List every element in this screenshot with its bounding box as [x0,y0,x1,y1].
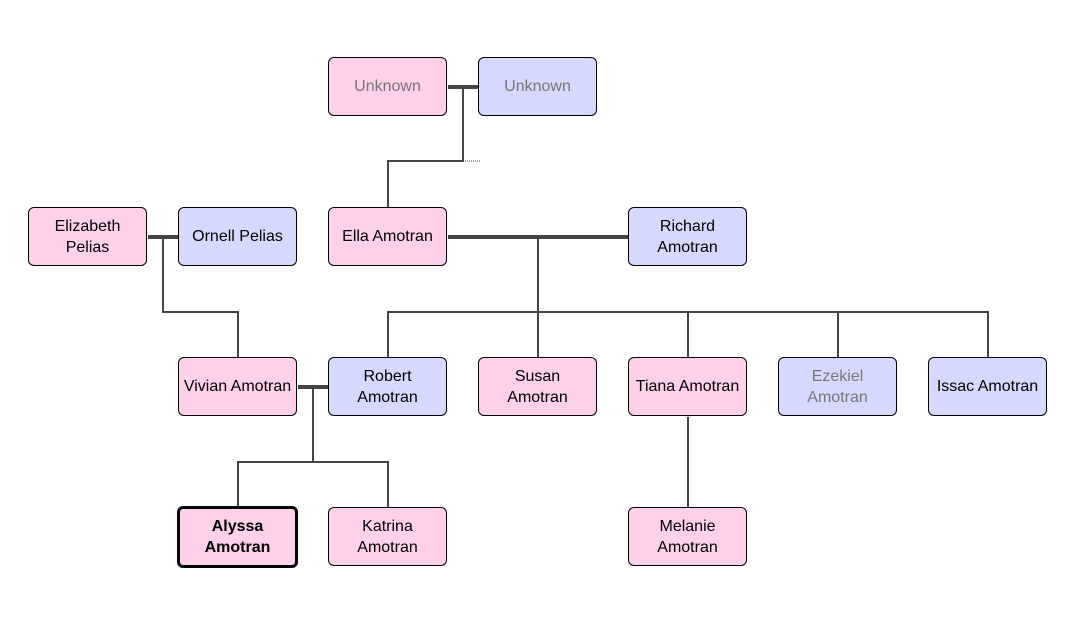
person-tiana-amotran[interactable]: Tiana Amotran [628,357,747,416]
sibling-line [237,461,389,507]
person-ella-amotran[interactable]: Ella Amotran [328,207,447,266]
person-richard-amotran[interactable]: Richard Amotran [628,207,747,266]
person-unknown-father[interactable]: Unknown [478,57,597,116]
person-robert-amotran[interactable]: Robert Amotran [328,357,447,416]
person-alyssa-amotran-selected[interactable]: Alyssa Amotran [177,506,298,568]
person-vivian-amotran[interactable]: Vivian Amotran [178,357,297,416]
person-susan-amotran[interactable]: Susan Amotran [478,357,597,416]
person-katrina-amotran[interactable]: Katrina Amotran [328,507,447,566]
parent-child-line [162,237,239,357]
person-ornell-pelias[interactable]: Ornell Pelias [178,207,297,266]
person-unknown-mother[interactable]: Unknown [328,57,447,116]
person-melanie-amotran[interactable]: Melanie Amotran [628,507,747,566]
person-elizabeth-pelias[interactable]: Elizabeth Pelias [28,207,147,266]
parent-child-line [387,87,464,207]
person-ezekiel-amotran[interactable]: Ezekiel Amotran [778,357,897,416]
person-issac-amotran[interactable]: Issac Amotran [928,357,1047,416]
